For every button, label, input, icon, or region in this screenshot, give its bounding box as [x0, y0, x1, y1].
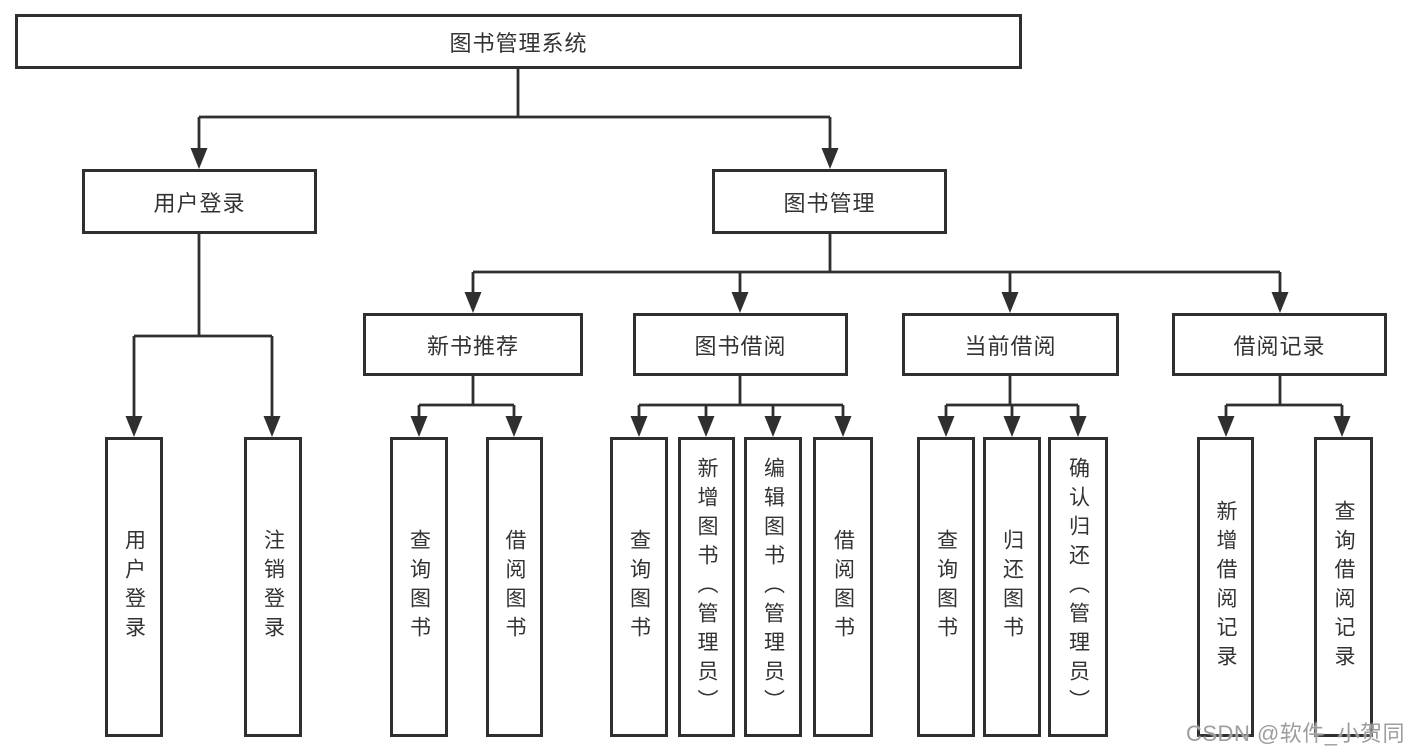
node-borrow-records: 借阅记录: [1172, 313, 1387, 376]
node-root: 图书管理系统: [15, 14, 1022, 69]
leaf-label: 新增借阅记录: [1214, 500, 1237, 674]
leaf-query-books-borrow: 查询图书: [610, 437, 668, 737]
leaf-user-login: 用户登录: [105, 437, 163, 737]
leaf-query-books-current: 查询图书: [917, 437, 975, 737]
leaf-borrow-books: 借阅图书: [813, 437, 873, 737]
csdn-watermark: CSDN @软件_小贺同学: [1186, 721, 1405, 746]
leaf-add-book-admin: 新增图书（管理员）: [678, 437, 735, 737]
leaf-add-borrow-record: 新增借阅记录: [1197, 437, 1254, 737]
leaf-label: 查询借阅记录: [1332, 500, 1355, 674]
leaf-label: 借阅图书: [831, 529, 855, 645]
node-user-login: 用户登录: [82, 169, 317, 234]
leaf-label: 确认归还（管理员）: [1066, 456, 1090, 718]
leaf-query-borrow-record: 查询借阅记录: [1314, 437, 1373, 737]
node-book-borrow: 图书借阅: [633, 313, 848, 376]
leaf-logout-login: 注销登录: [244, 437, 302, 737]
node-current-borrow: 当前借阅: [902, 313, 1119, 376]
leaf-return-book: 归还图书: [983, 437, 1041, 737]
leaf-label: 注销登录: [261, 529, 285, 645]
leaf-label: 借阅图书: [503, 529, 526, 645]
leaf-edit-book-admin: 编辑图书（管理员）: [744, 437, 802, 737]
node-new-book-recommend: 新书推荐: [363, 313, 583, 376]
leaf-label: 用户登录: [122, 529, 146, 645]
leaf-label: 查询图书: [407, 529, 431, 645]
leaf-label: 新增图书（管理员）: [695, 456, 718, 718]
leaf-label: 编辑图书（管理员）: [761, 456, 785, 718]
leaf-confirm-return-admin: 确认归还（管理员）: [1048, 437, 1108, 737]
leaf-label: 归还图书: [1000, 529, 1024, 645]
leaf-label: 查询图书: [627, 529, 651, 645]
leaf-label: 查询图书: [934, 529, 958, 645]
leaf-borrow-books-recommend: 借阅图书: [486, 437, 543, 737]
node-book-management: 图书管理: [712, 169, 947, 234]
leaf-query-books-recommend: 查询图书: [390, 437, 448, 737]
